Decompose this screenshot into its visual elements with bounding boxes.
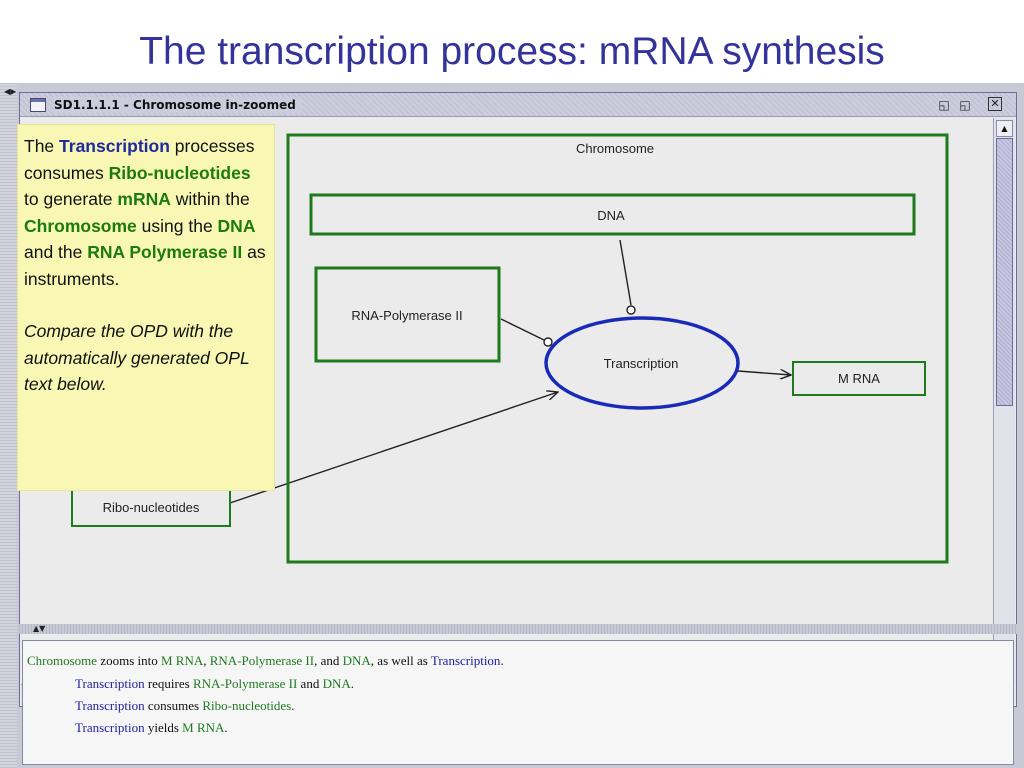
rna-polymerase-instrument-link[interactable] — [500, 318, 545, 341]
left-gutter[interactable]: ◀▶ — [0, 83, 17, 768]
opl-line: Transcription consumes Ribo-nucleotides. — [75, 696, 294, 716]
scroll-up-icon[interactable]: ▲ — [996, 120, 1013, 137]
opl-text: . — [291, 698, 295, 713]
callout-object-term: Chromosome — [24, 215, 137, 236]
ribo-nucleotides-label: Ribo-nucleotides — [103, 500, 200, 515]
collapse-arrows-icon[interactable]: ◀▶ — [4, 87, 17, 96]
callout-paragraph: The Transcription processes consumes Rib… — [24, 133, 268, 292]
callout-text: The — [24, 136, 60, 156]
rna-polymerase-instrument-circle-icon — [543, 337, 553, 347]
vertical-scrollbar[interactable]: ▲ ▼ — [993, 118, 1015, 684]
opl-object-ref: DNA — [342, 653, 371, 668]
callout-object-term: Ribo-nucleotides — [108, 162, 251, 183]
dna-object[interactable] — [309, 193, 916, 236]
opl-process-ref: Transcription — [430, 653, 501, 668]
opl-line: Chromosome zooms into M RNA, RNA-Polymer… — [27, 651, 504, 671]
opl-text: , as well as — [370, 653, 431, 668]
mrna-object[interactable] — [792, 361, 926, 396]
opl-text: . — [350, 676, 354, 691]
callout-text: as instruments. — [24, 242, 266, 289]
dna-instrument-link[interactable] — [619, 239, 632, 306]
opl-text: requires — [144, 676, 193, 691]
opl-object-ref: M RNA — [160, 653, 204, 668]
opl-text: , and — [314, 653, 343, 668]
opl-text: , — [203, 653, 210, 668]
callout-object-term: mRNA — [117, 189, 171, 209]
callout-object-term: DNA — [217, 215, 256, 236]
pane-splitter[interactable]: ▲▼ — [19, 624, 1017, 634]
transcription-process[interactable] — [544, 316, 740, 410]
window-icon — [30, 98, 46, 112]
slide-title: The transcription process: mRNA synthesi… — [139, 30, 885, 73]
opl-process-ref: Transcription — [75, 698, 145, 713]
callout-text: and the — [24, 242, 88, 262]
ribo-consumption-link[interactable] — [229, 392, 558, 504]
callout-text: to generate — [24, 189, 118, 209]
maximize-icon[interactable]: ◱ — [959, 98, 971, 112]
close-icon[interactable]: ✕ — [988, 97, 1002, 111]
opl-object-ref: RNA-Polymerase II — [192, 676, 298, 691]
opl-text-pane[interactable]: Chromosome zooms into M RNA, RNA-Polymer… — [22, 640, 1014, 765]
opl-object-ref: DNA — [322, 676, 351, 691]
window-title: SD1.1.1.1 - Chromosome in-zoomed — [54, 97, 302, 113]
callout-object-term: RNA Polymerase II — [87, 242, 243, 262]
chromosome-label: Chromosome — [576, 141, 654, 156]
rna-polymerase-object[interactable] — [314, 266, 501, 363]
opl-line: Transcription yields M RNA. — [75, 718, 228, 738]
splitter-arrows-icon[interactable]: ▲▼ — [33, 624, 46, 633]
opl-text: . — [224, 720, 228, 735]
opl-object-ref: Ribo-nucleotides — [202, 698, 292, 713]
window-title-bar[interactable]: SD1.1.1.1 - Chromosome in-zoomed ◱ ◱ ✕ — [20, 93, 1016, 117]
iconify-icon[interactable]: ◱ — [938, 98, 950, 112]
mrna-result-link[interactable] — [737, 371, 791, 375]
opl-line: Transcription requires RNA-Polymerase II… — [75, 674, 354, 694]
callout-text: using the — [136, 215, 218, 236]
vertical-scroll-thumb[interactable] — [996, 138, 1013, 406]
dna-label: DNA — [597, 208, 625, 223]
opl-object-ref: Chromosome — [27, 653, 98, 668]
opl-text: and — [297, 676, 323, 691]
callout-text: processes consumes — [24, 136, 255, 183]
opl-process-ref: Transcription — [75, 676, 145, 691]
opl-text: zooms into — [97, 653, 161, 668]
dna-instrument-circle-icon — [626, 305, 636, 315]
mrna-label: M RNA — [838, 371, 880, 386]
opd-diagram[interactable]: Chromosome DNA RNA-Polymerase II Transcr… — [21, 118, 992, 684]
callout-process-term: Transcription — [59, 136, 170, 156]
callout-text: within the — [170, 189, 250, 209]
opl-text: . — [500, 653, 504, 668]
opl-object-ref: RNA-Polymerase II — [209, 653, 315, 668]
right-gutter — [1017, 83, 1024, 768]
chromosome-object[interactable] — [286, 133, 949, 564]
opl-text: consumes — [144, 698, 203, 713]
explanation-callout: The Transcription processes consumes Rib… — [17, 124, 275, 491]
opl-process-ref: Transcription — [75, 720, 145, 735]
callout-compare-note: Compare the OPD with the automatically g… — [24, 321, 250, 394]
rna-polymerase-label: RNA-Polymerase II — [351, 308, 462, 323]
opl-text: yields — [144, 720, 183, 735]
opl-object-ref: M RNA — [182, 720, 225, 735]
transcription-label: Transcription — [604, 356, 679, 371]
